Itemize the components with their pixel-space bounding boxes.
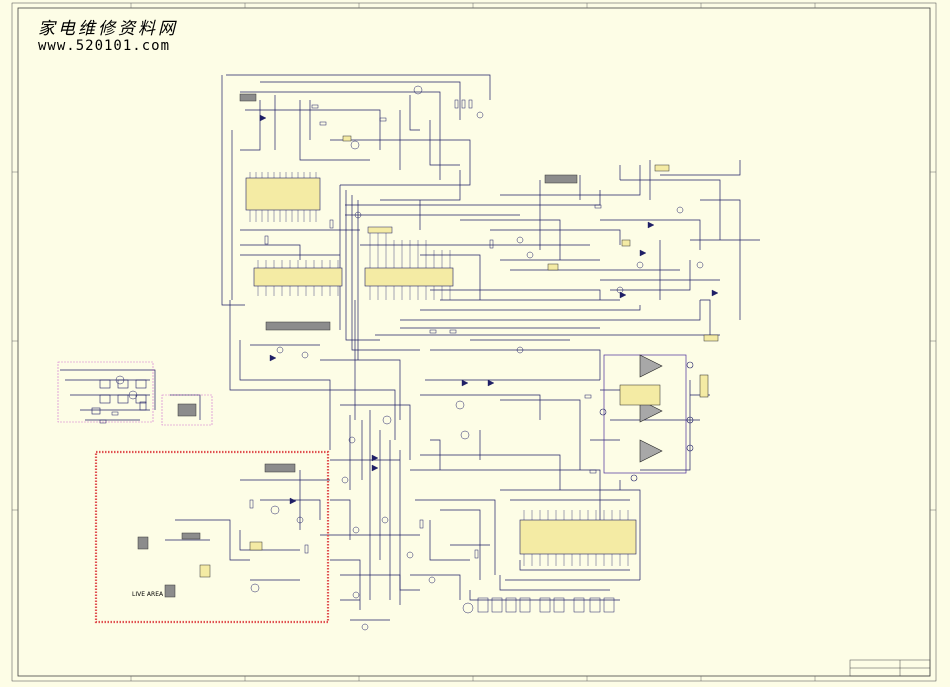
components [99, 85, 704, 631]
title-block [849, 659, 931, 677]
switch-row [477, 597, 615, 613]
ic-u4 [519, 510, 637, 566]
drawing-frame [11, 2, 937, 682]
ic-u1 [245, 172, 321, 222]
amplifier-block [599, 354, 709, 482]
frame-ticks [12, 3, 936, 681]
ic-u2 [253, 260, 343, 296]
left-module [57, 361, 213, 426]
diodes [259, 114, 719, 505]
live-area-border [94, 450, 330, 624]
watermark-url: www.520101.com [38, 38, 171, 54]
connectors [199, 135, 719, 578]
ic-u3 [364, 226, 454, 300]
live-area-label: LIVE AREA [132, 591, 164, 598]
regulators [137, 93, 578, 598]
wiring [60, 74, 760, 621]
watermark-title: 家电维修资料网 [38, 19, 178, 39]
